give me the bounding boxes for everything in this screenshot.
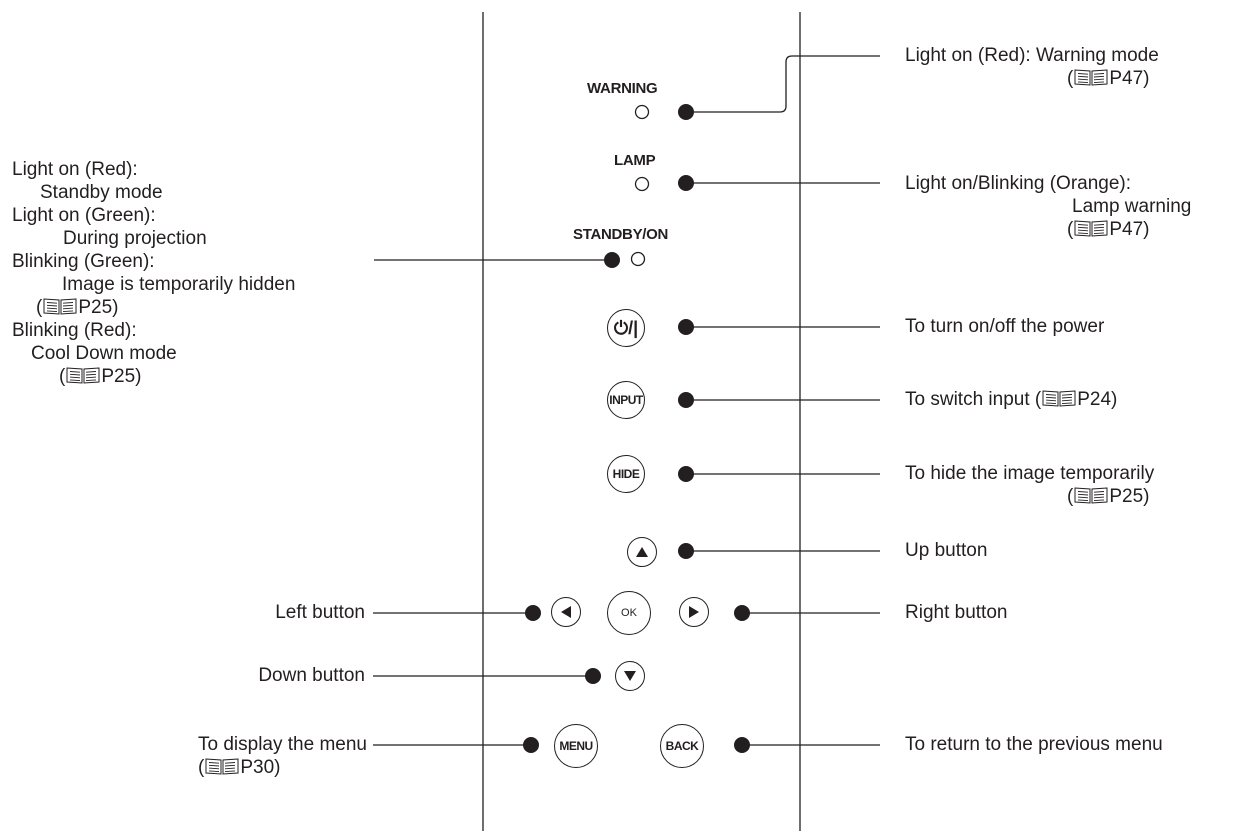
input-ref-page: P24 <box>1077 389 1112 410</box>
hide-button[interactable]: HIDE <box>607 455 645 493</box>
standby-panel-label: STANDBY/ON <box>573 226 669 243</box>
book-reference-icon <box>1074 69 1108 86</box>
standby-text-5: Blinking (Green): <box>12 251 155 272</box>
standby-ref-page-1: P25 <box>78 297 113 318</box>
up-callout: Up button <box>905 540 988 561</box>
input-callout-dot <box>678 392 694 408</box>
warning-callout: Light on (Red): Warning mode (P47) <box>905 44 1159 90</box>
standby-callout: Light on (Red): Standby mode Light on (G… <box>12 158 295 388</box>
power-icon: ⏻/| <box>613 317 639 338</box>
back-callout-dot <box>734 737 750 753</box>
lamp-callout-ref: (P47) <box>1067 219 1150 240</box>
right-button[interactable] <box>679 597 709 627</box>
back-button[interactable]: BACK <box>660 724 704 768</box>
input-callout-close: ) <box>1111 389 1118 410</box>
book-reference-icon <box>66 367 100 384</box>
lamp-panel-label: LAMP <box>614 152 656 169</box>
book-reference-icon <box>1074 220 1108 237</box>
menu-callout-text: To display the menu <box>198 734 367 755</box>
warning-panel-label: WARNING <box>587 80 658 97</box>
right-callout: Right button <box>905 602 1008 623</box>
up-callout-dot <box>678 543 694 559</box>
standby-text-8: Cool Down mode <box>31 343 177 364</box>
down-callout: Down button <box>258 665 365 686</box>
menu-button-label: MENU <box>559 739 593 753</box>
input-button[interactable]: INPUT <box>607 381 645 419</box>
up-arrow-icon <box>636 547 648 557</box>
lamp-callout: Light on/Blinking (Orange): Lamp warning… <box>905 172 1191 241</box>
power-callout-dot <box>678 319 694 335</box>
input-callout-text: To switch input ( <box>905 389 1042 410</box>
left-callout-dot <box>525 605 541 621</box>
standby-text-6: Image is temporarily hidden <box>62 274 296 295</box>
hide-callout-ref: (P25) <box>1067 486 1150 507</box>
warning-ref-page: P47 <box>1109 68 1144 89</box>
hide-callout: To hide the image temporarily (P25) <box>905 462 1154 508</box>
standby-ref-page-2: P25 <box>101 366 136 387</box>
power-button[interactable]: ⏻/| <box>607 309 645 347</box>
down-arrow-icon <box>624 671 636 681</box>
hide-callout-dot <box>678 466 694 482</box>
standby-ref-1: (P25) <box>36 297 119 318</box>
up-button[interactable] <box>627 537 657 567</box>
lamp-led <box>634 176 650 192</box>
ok-button-label: OK <box>621 607 637 619</box>
book-reference-icon <box>205 758 239 775</box>
standby-text-4: During projection <box>63 228 207 249</box>
right-arrow-icon <box>689 606 699 618</box>
hide-callout-text: To hide the image temporarily <box>905 463 1155 484</box>
left-button[interactable] <box>551 597 581 627</box>
down-callout-dot <box>585 668 601 684</box>
warning-callout-dot <box>678 104 694 120</box>
menu-callout-dot <box>523 737 539 753</box>
left-callout: Left button <box>275 602 365 623</box>
power-callout: To turn on/off the power <box>905 316 1105 337</box>
down-button[interactable] <box>615 661 645 691</box>
input-callout: To switch input ( P24) <box>905 388 1117 411</box>
warning-callout-text: Light on (Red): Warning mode <box>905 45 1159 66</box>
book-reference-icon <box>1042 390 1076 407</box>
back-button-label: BACK <box>665 739 699 753</box>
hide-ref-page: P25 <box>1109 486 1144 507</box>
standby-ref-2: (P25) <box>59 366 142 387</box>
back-callout: To return to the previous menu <box>905 734 1163 755</box>
standby-text-3: Light on (Green): <box>12 205 156 226</box>
standby-callout-dot <box>604 252 620 268</box>
menu-ref-page: P30 <box>240 757 275 778</box>
menu-callout: To display the menu (P30) <box>145 733 367 779</box>
lamp-ref-page: P47 <box>1109 219 1144 240</box>
left-arrow-icon <box>561 606 571 618</box>
warning-led <box>634 104 650 120</box>
standby-text-1: Light on (Red): <box>12 159 138 180</box>
menu-callout-ref: (P30) <box>198 757 281 778</box>
ok-button[interactable]: OK <box>607 591 651 635</box>
hide-button-label: HIDE <box>612 467 640 481</box>
lamp-callout-text-2: Lamp warning <box>1072 196 1192 217</box>
standby-text-7: Blinking (Red): <box>12 320 137 341</box>
warning-leader-line <box>686 55 880 113</box>
menu-button[interactable]: MENU <box>554 724 598 768</box>
lamp-callout-dot <box>678 175 694 191</box>
standby-text-2: Standby mode <box>40 182 163 203</box>
lamp-callout-text: Light on/Blinking (Orange): <box>905 173 1132 194</box>
book-reference-icon <box>1074 487 1108 504</box>
warning-callout-ref: (P47) <box>1067 68 1150 89</box>
book-reference-icon <box>43 298 77 315</box>
standby-led <box>630 251 646 267</box>
right-callout-dot <box>734 605 750 621</box>
input-button-label: INPUT <box>609 393 643 407</box>
